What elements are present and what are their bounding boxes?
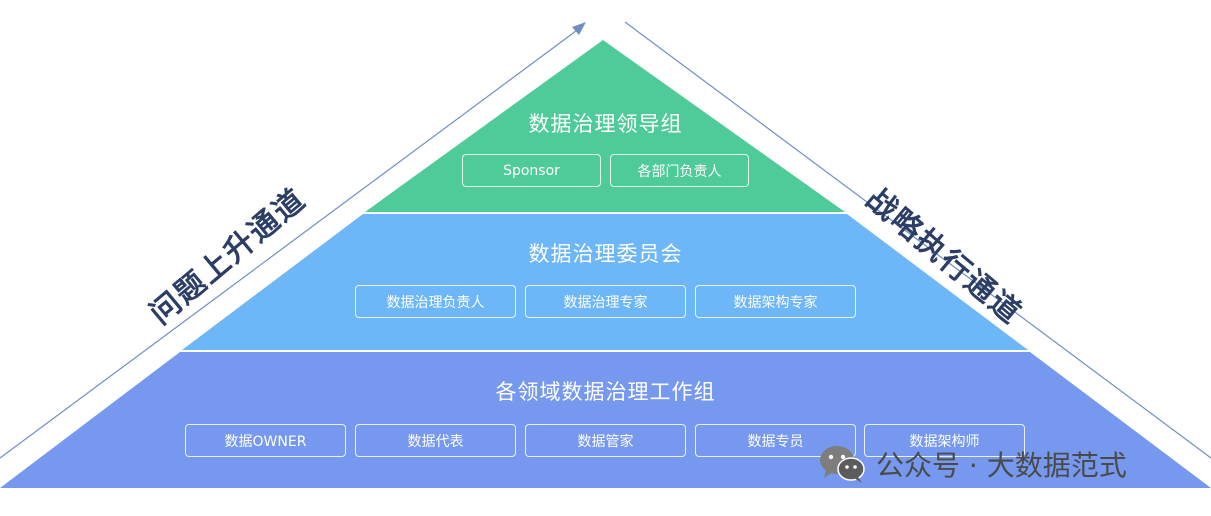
escalation-arrow-line <box>0 27 581 459</box>
member-box: 各部门负责人 <box>610 154 749 187</box>
escalation-arrow-head <box>572 22 586 35</box>
member-box: Sponsor <box>462 154 601 187</box>
tier-working-groups <box>0 352 1211 488</box>
execution-line <box>624 21 1211 459</box>
member-box: 数据OWNER <box>185 424 346 457</box>
wechat-icon <box>818 444 866 484</box>
member-box: 数据架构师 <box>864 424 1025 457</box>
member-box: 数据治理专家 <box>525 285 686 318</box>
member-box: 数据管家 <box>525 424 686 457</box>
tier-title-leadership: 数据治理领导组 <box>528 112 683 136</box>
tier-title-working-groups: 各领域数据治理工作组 <box>495 380 716 404</box>
watermark-text: 公众号 · 大数据范式 <box>876 449 1127 482</box>
member-box: 数据代表 <box>355 424 516 457</box>
member-box: 数据架构专家 <box>695 285 856 318</box>
tier-committee <box>182 214 1028 350</box>
member-box: 数据专员 <box>695 424 856 457</box>
tier-leadership <box>365 40 845 212</box>
tier-title-committee: 数据治理委员会 <box>528 242 683 266</box>
member-box: 数据治理负责人 <box>355 285 516 318</box>
watermark: 公众号 · 大数据范式 <box>818 444 1127 484</box>
